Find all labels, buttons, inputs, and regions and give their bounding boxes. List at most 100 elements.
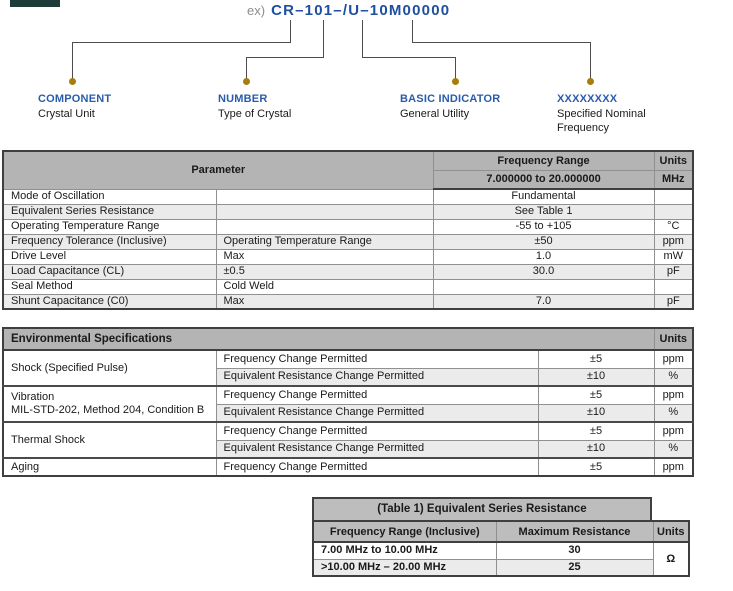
table1-range: >10.00 MHz – 20.00 MHz xyxy=(312,558,497,577)
connector-line xyxy=(290,20,291,43)
table-row: Shunt Capacitance (C0) Max 7.0 pF xyxy=(2,293,694,310)
table-row: Shock (Specified Pulse) Frequency Change… xyxy=(2,349,694,387)
env-desc: Equivalent Resistance Change Permitted xyxy=(215,439,539,459)
legend-item-number: NUMBER Type of Crystal xyxy=(218,93,291,121)
env-category: Aging xyxy=(2,457,217,477)
connector-line xyxy=(412,42,591,43)
param-unit: pF xyxy=(653,263,694,280)
param-condition: Max xyxy=(215,248,434,265)
param-value: 1.0 xyxy=(432,248,655,265)
param-unit xyxy=(653,203,694,220)
legend-dot xyxy=(452,78,459,85)
env-value: ±5 xyxy=(537,421,655,441)
param-condition: Operating Temperature Range xyxy=(215,233,434,250)
env-desc: Equivalent Resistance Change Permitted xyxy=(215,367,539,387)
legend-dot xyxy=(587,78,594,85)
env-value: ±10 xyxy=(537,439,655,459)
param-name: Equivalent Series Resistance xyxy=(2,203,217,220)
param-condition: Max xyxy=(215,293,434,310)
connector-line xyxy=(246,57,247,79)
table1-equivalent-series-resistance: Frequency Range (Inclusive) Maximum Resi… xyxy=(312,520,690,577)
units-header: Units xyxy=(653,327,694,351)
env-value: ±10 xyxy=(537,403,655,423)
part-number-code: CR–101–/U–10M00000 xyxy=(271,2,451,19)
env-desc: Frequency Change Permitted xyxy=(215,385,539,405)
connector-line xyxy=(455,57,456,79)
table1-range-header: Frequency Range (Inclusive) xyxy=(312,520,497,543)
legend-title: XXXXXXXX xyxy=(557,93,618,105)
environmental-title: Environmental Specifications xyxy=(2,327,655,351)
table-row: >10.00 MHz – 20.00 MHz 25 xyxy=(312,558,689,577)
table-row: Equivalent Series Resistance See Table 1 xyxy=(2,203,694,220)
legend-dot xyxy=(69,78,76,85)
param-unit: mW xyxy=(653,248,694,265)
legend-dot xyxy=(243,78,250,85)
param-value: See Table 1 xyxy=(432,203,655,220)
env-desc: Equivalent Resistance Change Permitted xyxy=(215,403,539,423)
param-value: Fundamental xyxy=(432,188,655,205)
connector-line xyxy=(246,57,324,58)
env-category: Shock (Specified Pulse) xyxy=(2,349,217,387)
parameter-table: Parameter Frequency Range Units 7.000000… xyxy=(2,150,695,310)
table1-units-header: Units xyxy=(652,520,690,543)
table-row: Seal Method Cold Weld xyxy=(2,278,694,295)
table1-resistance-header: Maximum Resistance xyxy=(495,520,654,543)
param-unit xyxy=(653,188,694,205)
env-unit: % xyxy=(653,439,694,459)
table-row: 7.00 MHz to 10.00 MHz 30 Ω xyxy=(312,541,690,577)
connector-line xyxy=(323,20,324,58)
table-row: Frequency Tolerance (Inclusive) Operatin… xyxy=(2,233,694,250)
param-unit: °C xyxy=(653,218,694,235)
param-unit: pF xyxy=(653,293,694,310)
env-unit: % xyxy=(653,367,694,387)
legend-item-frequency: XXXXXXXX Specified Nominal Frequency xyxy=(557,93,669,135)
env-unit: ppm xyxy=(653,349,694,369)
table1-unit: Ω xyxy=(652,541,690,577)
param-name: Shunt Capacitance (C0) xyxy=(2,293,217,310)
connector-line xyxy=(590,42,591,79)
table1-resistance: 30 xyxy=(495,541,654,560)
env-category: Thermal Shock xyxy=(2,421,217,459)
legend-subtitle: Type of Crystal xyxy=(218,108,292,120)
param-value xyxy=(432,278,655,295)
table1-range: 7.00 MHz to 10.00 MHz xyxy=(312,541,497,560)
param-name: Mode of Oscillation xyxy=(2,188,217,205)
param-name: Seal Method xyxy=(2,278,217,295)
part-number-line: ex) CR–101–/U–10M00000 xyxy=(247,2,450,19)
legend-item-basic-indicator: BASIC INDICATOR General Utility xyxy=(400,93,500,121)
env-value: ±5 xyxy=(537,457,655,477)
parameter-header: Parameter xyxy=(2,150,434,190)
param-value: 30.0 xyxy=(432,263,655,280)
table1-resistance: 25 xyxy=(495,558,654,577)
param-unit xyxy=(653,278,694,295)
table-row: Mode of Oscillation Fundamental xyxy=(2,188,694,205)
param-name: Drive Level xyxy=(2,248,217,265)
frequency-range-header: Frequency Range xyxy=(432,150,655,171)
env-value: ±10 xyxy=(537,367,655,387)
env-category: Vibration MIL-STD-202, Method 204, Condi… xyxy=(2,385,217,423)
param-condition: ±0.5 xyxy=(215,263,434,280)
table-row: Equivalent Resistance Change Permitted ±… xyxy=(3,367,694,387)
connector-line xyxy=(72,42,291,43)
param-name: Operating Temperature Range xyxy=(2,218,217,235)
frequency-range-value: 7.000000 to 20.000000 xyxy=(432,169,655,190)
param-value: -55 to +105 xyxy=(432,218,655,235)
table-row: Thermal Shock Frequency Change Permitted… xyxy=(2,421,694,459)
env-category-line1: Vibration xyxy=(11,391,55,403)
legend-title: BASIC INDICATOR xyxy=(400,93,501,105)
table-row: Drive Level Max 1.0 mW xyxy=(2,248,694,265)
param-unit: ppm xyxy=(653,233,694,250)
env-desc: Frequency Change Permitted xyxy=(215,349,539,369)
param-condition xyxy=(215,218,434,235)
legend-title: COMPONENT xyxy=(38,93,112,105)
env-category-line2: MIL-STD-202, Method 204, Condition B xyxy=(11,404,205,416)
env-unit: % xyxy=(653,403,694,423)
legend-subtitle: Crystal Unit xyxy=(38,108,95,120)
connector-line xyxy=(362,20,363,58)
corner-mark xyxy=(10,0,60,7)
env-value: ±5 xyxy=(537,349,655,369)
legend-subtitle: General Utility xyxy=(400,108,470,120)
table-row: Load Capacitance (CL) ±0.5 30.0 pF xyxy=(2,263,694,280)
table-row: Aging Frequency Change Permitted ±5 ppm xyxy=(2,457,694,477)
legend-item-component: COMPONENT Crystal Unit xyxy=(38,93,111,121)
